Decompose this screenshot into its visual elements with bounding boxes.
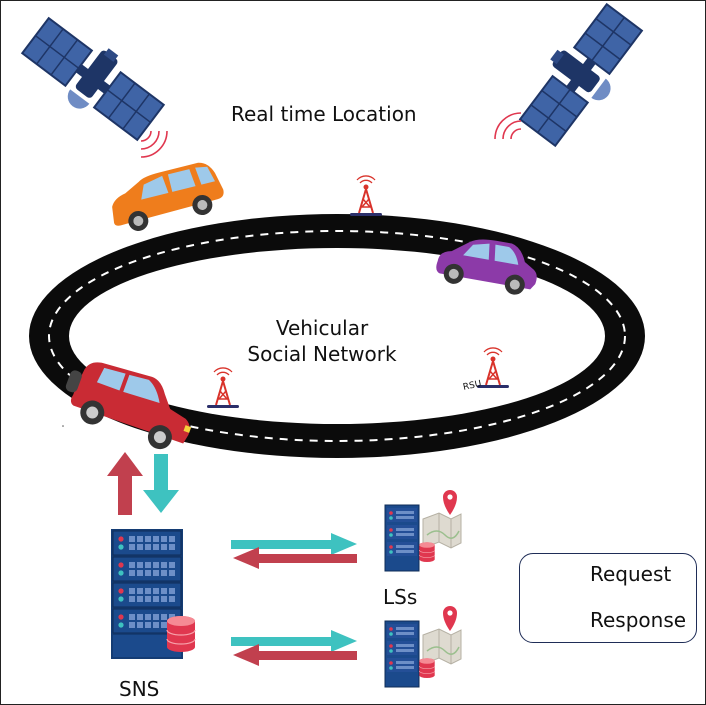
request-arrow-down — [143, 454, 179, 513]
signal-waves-left-icon — [140, 130, 168, 158]
ls-server-lower-icon — [385, 606, 461, 687]
request-arrow-lower — [231, 630, 357, 652]
stray-dot — [62, 425, 64, 427]
legend-request-label: Request — [590, 562, 672, 586]
sns-label: SNS — [119, 677, 160, 701]
network-label-line2: Social Network — [247, 342, 397, 366]
rsu-tower-top-icon — [349, 174, 383, 217]
sns-server-icon — [111, 529, 183, 659]
car-orange-icon — [112, 162, 224, 231]
response-arrow-lower — [233, 644, 357, 666]
satellite-left-icon — [20, 16, 166, 142]
legend-row-response: Response — [520, 604, 696, 640]
satellite-right-icon — [518, 2, 644, 148]
car-red-icon — [65, 362, 192, 450]
legend-response-label: Response — [590, 608, 687, 632]
response-arrow-up — [107, 452, 143, 515]
ls-server-upper-icon — [385, 490, 461, 571]
car-purple-icon — [436, 239, 537, 295]
legend-row-request: Request — [520, 558, 696, 594]
sns-database-icon — [166, 615, 196, 653]
diagram-title: Real time Location — [231, 102, 417, 126]
signal-waves-right-icon — [494, 112, 522, 140]
network-label-line1: Vehicular — [275, 316, 369, 340]
ls-label: LSs — [383, 585, 418, 609]
network-label: Vehicular Social Network — [245, 315, 399, 367]
response-arrow-upper — [233, 547, 357, 569]
legend-box: Request Response — [519, 553, 697, 643]
request-arrow-upper — [231, 533, 357, 555]
